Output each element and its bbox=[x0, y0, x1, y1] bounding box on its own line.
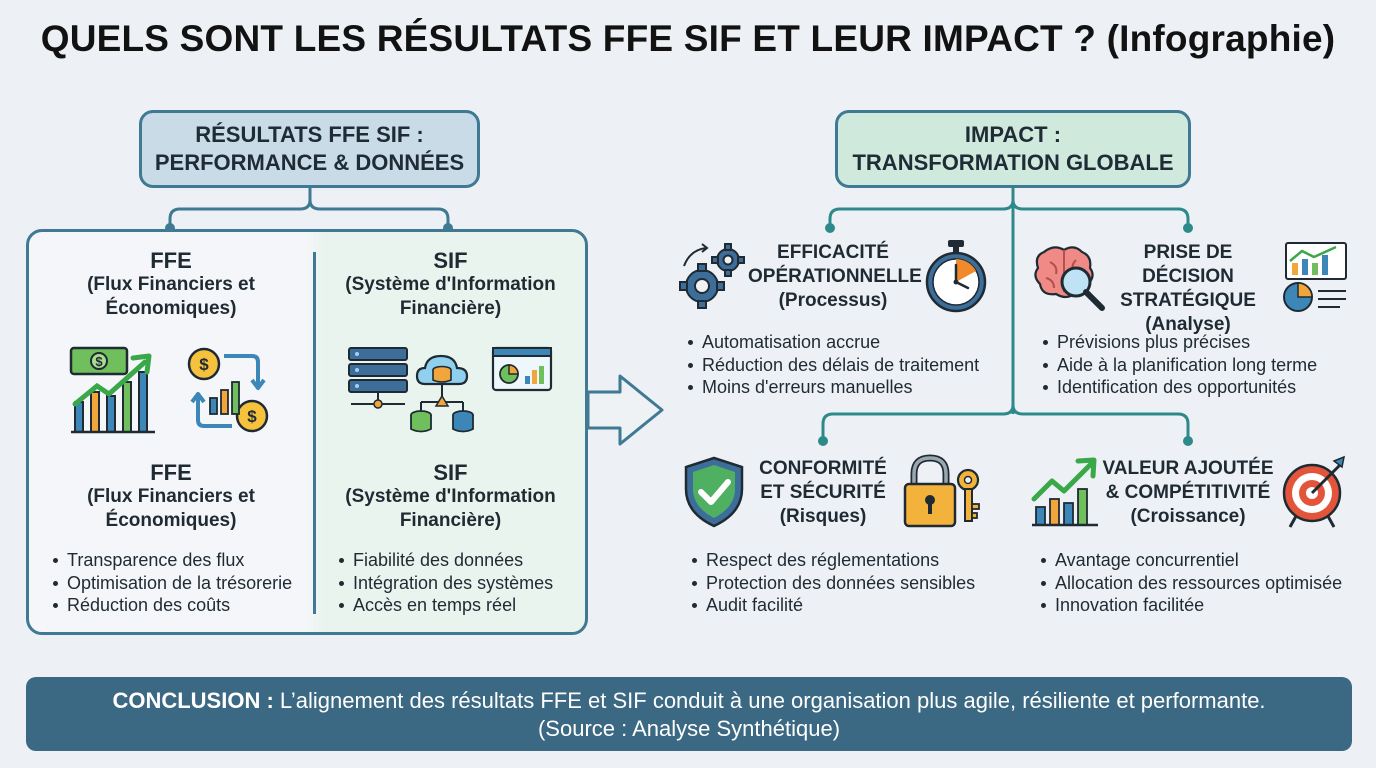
page-title: QUELS SONT LES RÉSULTATS FFE SIF ET LEUR… bbox=[40, 18, 1336, 59]
sif-abbr: SIF bbox=[433, 248, 468, 273]
results-header: RÉSULTATS FFE SIF : PERFORMANCE & DONNÉE… bbox=[139, 110, 480, 188]
sif-name-line2: Financière) bbox=[399, 298, 502, 319]
results-header-line2: PERFORMANCE & DONNÉES bbox=[154, 150, 465, 175]
sif-heading-bottom: SIF (Système d'Information Financière) bbox=[316, 461, 585, 533]
ffe-name-line1: (Flux Financiers et bbox=[87, 274, 255, 295]
ffe-name-line2: Économiques) bbox=[105, 510, 237, 531]
impact-title-line1: EFFICACITÉ bbox=[777, 242, 889, 263]
svg-text:$: $ bbox=[247, 407, 257, 426]
list-item: Identification des opportunités bbox=[1041, 376, 1317, 399]
impact-title-line3: (Processus) bbox=[778, 290, 888, 311]
impact-decision-list: Prévisions plus précises Aide à la plani… bbox=[1041, 331, 1317, 399]
panel-divider bbox=[313, 252, 316, 614]
impact-efficacite-title: EFFICACITÉ OPÉRATIONNELLE (Processus) bbox=[748, 241, 922, 313]
impact-title-line2: ET SÉCURITÉ bbox=[760, 482, 886, 503]
impact-title-line2: & COMPÉTITIVITÉ bbox=[1105, 482, 1271, 503]
ffe-bullet-list: Transparence des flux Optimisation de la… bbox=[51, 549, 292, 617]
growth-bars-icon bbox=[1031, 457, 1098, 527]
list-item: Optimisation de la trésorerie bbox=[51, 572, 292, 595]
conclusion-line: CONCLUSION : L’alignement des résultats … bbox=[26, 687, 1352, 715]
ffe-name-line2: Économiques) bbox=[105, 298, 237, 319]
svg-text:$: $ bbox=[199, 355, 209, 374]
list-item: Intégration des systèmes bbox=[337, 572, 553, 595]
flow-arrow-icon bbox=[586, 374, 664, 446]
sif-bullet-list: Fiabilité des données Intégration des sy… bbox=[337, 549, 553, 617]
impact-header: IMPACT : TRANSFORMATION GLOBALE bbox=[835, 110, 1191, 188]
ffe-abbr: FFE bbox=[150, 460, 192, 485]
impact-title-line3: (Risques) bbox=[779, 506, 867, 527]
target-arrow-icon bbox=[1282, 455, 1346, 528]
dashboard-chart-icon bbox=[491, 346, 553, 392]
stopwatch-icon bbox=[925, 240, 987, 313]
list-item: Accès en temps réel bbox=[337, 594, 553, 617]
connector-dot bbox=[1183, 223, 1193, 233]
impact-header-line2: TRANSFORMATION GLOBALE bbox=[852, 150, 1174, 175]
money-growth-chart-icon: $ bbox=[69, 346, 155, 434]
sif-name-line1: (Système d'Information bbox=[345, 274, 556, 295]
impact-header-line1: IMPACT : bbox=[964, 122, 1062, 147]
server-cloud-database-icon bbox=[348, 347, 474, 433]
connector-dot bbox=[1183, 436, 1193, 446]
list-item: Fiabilité des données bbox=[337, 549, 553, 572]
sif-heading-top: SIF (Système d'Information Financière) bbox=[316, 249, 585, 321]
connector-dot bbox=[818, 436, 828, 446]
brain-magnifier-icon bbox=[1034, 246, 1105, 311]
impact-title-line2: STRATÉGIQUE bbox=[1120, 290, 1256, 311]
gears-icon bbox=[679, 243, 745, 309]
impact-valeur-list: Avantage concurrentiel Allocation des re… bbox=[1039, 549, 1342, 617]
list-item: Réduction des coûts bbox=[51, 594, 292, 617]
ffe-heading-top: FFE (Flux Financiers et Économiques) bbox=[29, 249, 313, 321]
conclusion-label: CONCLUSION : bbox=[112, 688, 274, 713]
impact-title-line1: VALEUR AJOUTÉE bbox=[1102, 458, 1274, 479]
conclusion-banner: CONCLUSION : L’alignement des résultats … bbox=[26, 677, 1352, 751]
analytics-report-icon bbox=[1283, 242, 1347, 312]
impact-conformite-list: Respect des réglementations Protection d… bbox=[690, 549, 975, 617]
results-panel: FFE (Flux Financiers et Économiques) SIF… bbox=[26, 229, 588, 635]
svg-text:$: $ bbox=[95, 354, 103, 369]
impact-efficacite-list: Automatisation accrue Réduction des déla… bbox=[686, 331, 979, 399]
impact-decision-title: PRISE DE DÉCISION STRATÉGIQUE (Analyse) bbox=[1098, 241, 1278, 337]
list-item: Moins d'erreurs manuelles bbox=[686, 376, 979, 399]
sif-abbr: SIF bbox=[433, 460, 468, 485]
results-header-line1: RÉSULTATS FFE SIF : bbox=[195, 122, 424, 147]
sif-name-line1: (Système d'Information bbox=[345, 486, 556, 507]
impact-title-line1: CONFORMITÉ bbox=[759, 458, 887, 479]
list-item: Automatisation accrue bbox=[686, 331, 979, 354]
ffe-name-line1: (Flux Financiers et bbox=[87, 486, 255, 507]
connector-dot bbox=[825, 223, 835, 233]
list-item: Audit facilité bbox=[690, 594, 975, 617]
ffe-abbr: FFE bbox=[150, 248, 192, 273]
shield-check-icon bbox=[684, 456, 744, 528]
list-item: Réduction des délais de traitement bbox=[686, 354, 979, 377]
currency-exchange-icon: $ $ bbox=[187, 347, 269, 433]
impact-valeur-title: VALEUR AJOUTÉE & COMPÉTITIVITÉ (Croissan… bbox=[1100, 457, 1276, 529]
list-item: Avantage concurrentiel bbox=[1039, 549, 1342, 572]
list-item: Protection des données sensibles bbox=[690, 572, 975, 595]
list-item: Prévisions plus précises bbox=[1041, 331, 1317, 354]
impact-title-line2: OPÉRATIONNELLE bbox=[748, 266, 922, 287]
list-item: Transparence des flux bbox=[51, 549, 292, 572]
impact-title-line3: (Croissance) bbox=[1130, 506, 1246, 527]
conclusion-text: L’alignement des résultats FFE et SIF co… bbox=[273, 688, 1266, 713]
list-item: Innovation facilitée bbox=[1039, 594, 1342, 617]
sif-name-line2: Financière) bbox=[399, 510, 502, 531]
list-item: Aide à la planification long terme bbox=[1041, 354, 1317, 377]
impact-title-line1: PRISE DE DÉCISION bbox=[1142, 242, 1234, 287]
impact-title-line3: (Analyse) bbox=[1145, 314, 1231, 335]
list-item: Respect des réglementations bbox=[690, 549, 975, 572]
conclusion-source: (Source : Analyse Synthétique) bbox=[537, 716, 841, 741]
ffe-heading-bottom: FFE (Flux Financiers et Économiques) bbox=[29, 461, 313, 533]
padlock-key-icon bbox=[903, 454, 980, 528]
list-item: Allocation des ressources optimisée bbox=[1039, 572, 1342, 595]
impact-conformite-title: CONFORMITÉ ET SÉCURITÉ (Risques) bbox=[748, 457, 898, 529]
